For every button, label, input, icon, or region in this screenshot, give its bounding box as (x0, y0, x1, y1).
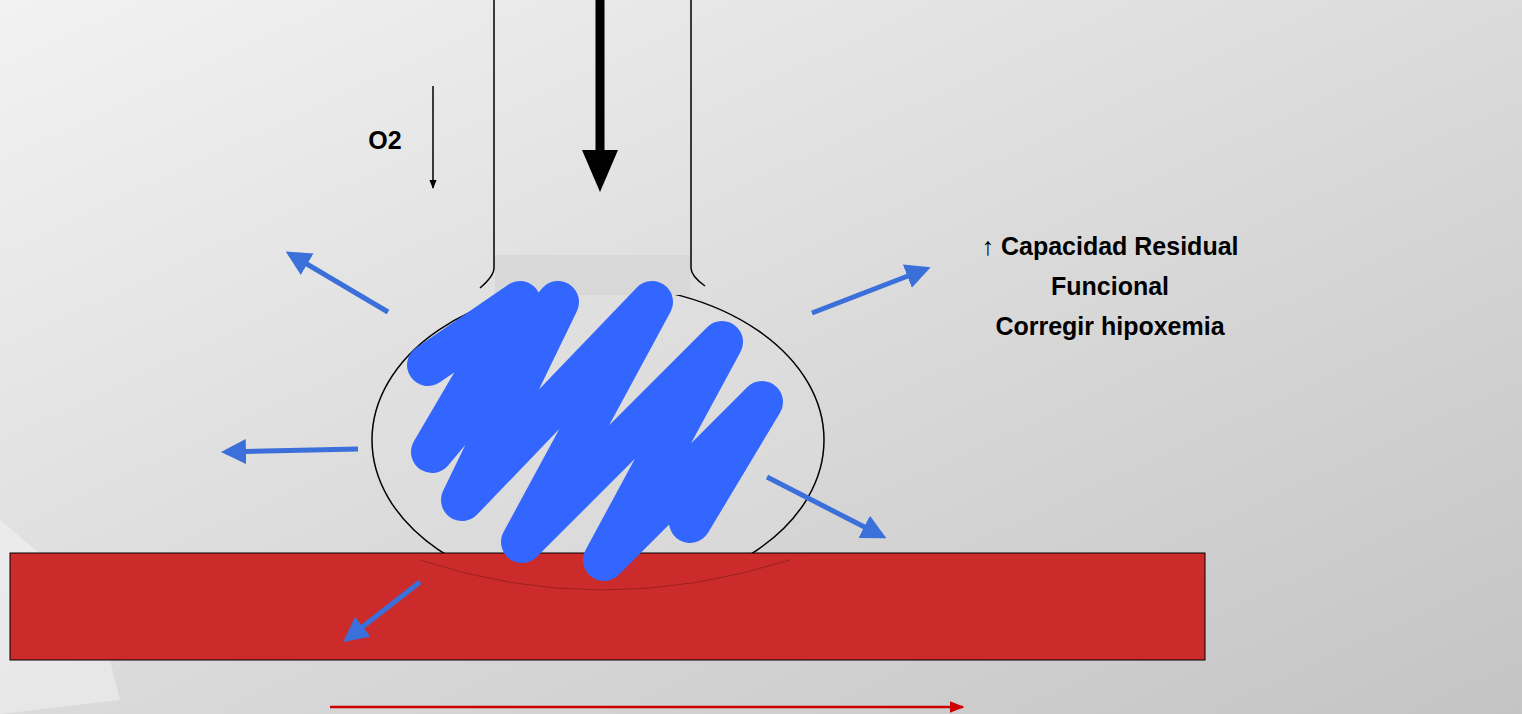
outflow-arrow (290, 254, 388, 312)
effect-note: Corregir hipoxemia (950, 306, 1270, 346)
outflow-arrow (347, 582, 420, 639)
pressure-arrow-head (582, 150, 618, 192)
outflow-arrow (226, 449, 358, 452)
alveolus (372, 285, 824, 595)
fluid-scribble (428, 302, 762, 560)
oxygen-arrow (432, 86, 434, 188)
effect-note: ↑ Capacidad Residual Funcional (950, 226, 1270, 306)
pressure-arrow (596, 0, 605, 155)
airway-wall (691, 0, 705, 286)
gas-label: O2 (340, 120, 430, 160)
blood-flow-arrow (330, 706, 963, 709)
airway-wall (480, 0, 494, 288)
outflow-arrow (767, 477, 882, 536)
outflow-arrow (812, 269, 926, 313)
